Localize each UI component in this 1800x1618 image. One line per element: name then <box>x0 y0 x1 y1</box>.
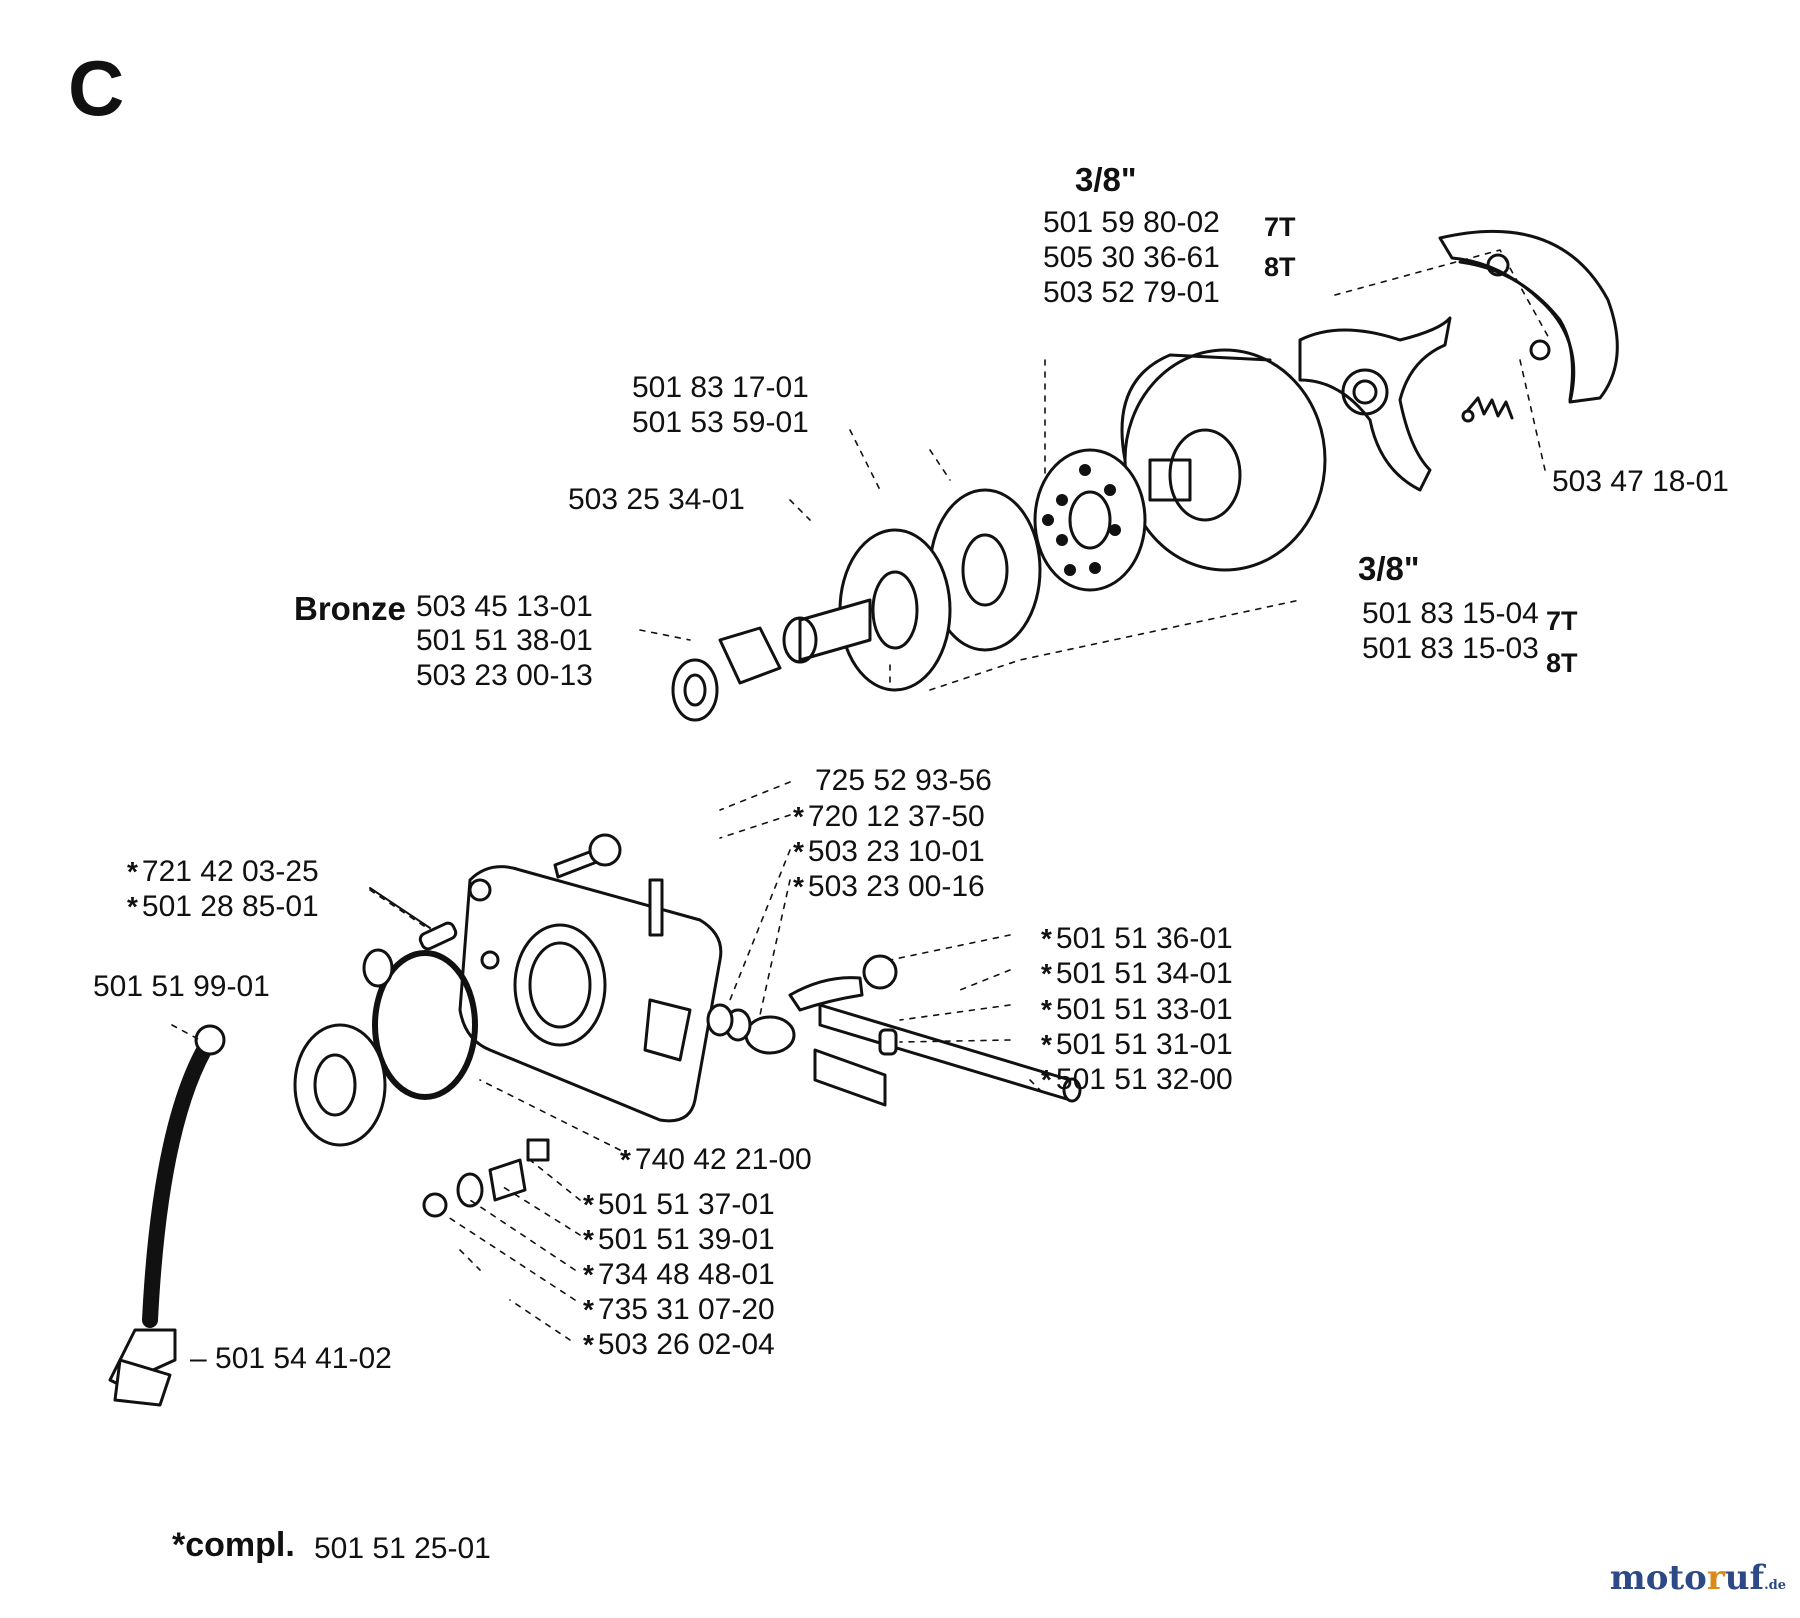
rim-sprocket-shape <box>1033 448 1147 592</box>
rim-group-heading: 3/8" <box>1358 550 1420 587</box>
teeth-label: 8T <box>1264 252 1296 282</box>
part-label: 501 51 99-01 <box>93 970 270 1003</box>
part-label: 501 83 17-01 <box>632 371 809 404</box>
logo-rest: uf <box>1724 1558 1765 1598</box>
teeth-label: 8T <box>1546 648 1578 678</box>
part-label: 735 31 07-20 <box>583 1293 775 1327</box>
part-label: 503 23 00-13 <box>416 659 593 692</box>
part-label: 501 83 15-03 <box>1362 632 1539 665</box>
part-label: 503 26 02-04 <box>583 1328 775 1362</box>
part-label: 501 83 15-04 <box>1362 597 1539 630</box>
part-label: 734 48 48-01 <box>583 1258 775 1292</box>
clutch-shoe-shape <box>1298 316 1452 492</box>
part-label: 501 51 33-01 <box>1041 993 1233 1027</box>
compl-label: *compl. <box>172 1526 295 1564</box>
part-label: 501 51 34-01 <box>1041 957 1233 991</box>
part-label: 503 45 13-01 <box>416 590 593 623</box>
part-label: 501 51 39-01 <box>583 1223 775 1257</box>
part-label: 740 42 21-00 <box>620 1143 812 1177</box>
part-number: 501 54 41-02 <box>215 1342 392 1375</box>
part-label: 505 30 36-61 <box>1043 241 1220 274</box>
oil-hose-shape <box>142 1032 218 1328</box>
sprocket-group-heading: 3/8" <box>1075 161 1137 198</box>
spring-shape <box>1466 396 1514 420</box>
logo-tld: .de <box>1764 1578 1786 1593</box>
part-label: 503 23 10-01 <box>793 835 985 869</box>
part-label: 501 51 38-01 <box>416 624 593 657</box>
bronze-label: Bronze <box>294 590 406 627</box>
part-label: 501 59 80-02 <box>1043 206 1220 239</box>
compl-part: 501 51 25-01 <box>314 1532 491 1565</box>
o-ring-shape <box>372 950 478 1100</box>
watermark-logo: motoruf.de <box>1610 1558 1786 1598</box>
nut-shape <box>718 626 782 685</box>
part-label: 503 47 18-01 <box>1552 465 1729 498</box>
part-label: 501 51 37-01 <box>583 1188 775 1222</box>
logo-main: moto <box>1609 1558 1707 1598</box>
part-label: 501 53 59-01 <box>632 406 809 439</box>
part-label: 503 25 34-01 <box>568 483 745 516</box>
part-label: 503 52 79-01 <box>1043 276 1220 309</box>
part-label: 721 42 03-25 <box>127 855 319 889</box>
logo-accent: r <box>1706 1558 1725 1598</box>
part-label: 720 12 37-50 <box>793 800 985 834</box>
teeth-label: 7T <box>1546 606 1578 636</box>
needle-bearing-shape <box>798 598 872 662</box>
clutch-cover-shape <box>1438 229 1619 404</box>
part-label: 501 51 32-00 <box>1041 1063 1233 1097</box>
part-label: 501 51 36-01 <box>1041 922 1233 956</box>
part-label: 501 51 31-01 <box>1041 1028 1233 1062</box>
part-label: 725 52 93-56 <box>815 764 992 797</box>
section-letter: C <box>68 44 125 132</box>
part-label: 503 23 00-16 <box>793 870 985 904</box>
teeth-label: 7T <box>1264 212 1296 242</box>
part-label: – 501 54 41-02 <box>190 1342 392 1375</box>
part-label: 501 28 85-01 <box>127 890 319 924</box>
oil-seal-shape <box>293 1023 387 1147</box>
